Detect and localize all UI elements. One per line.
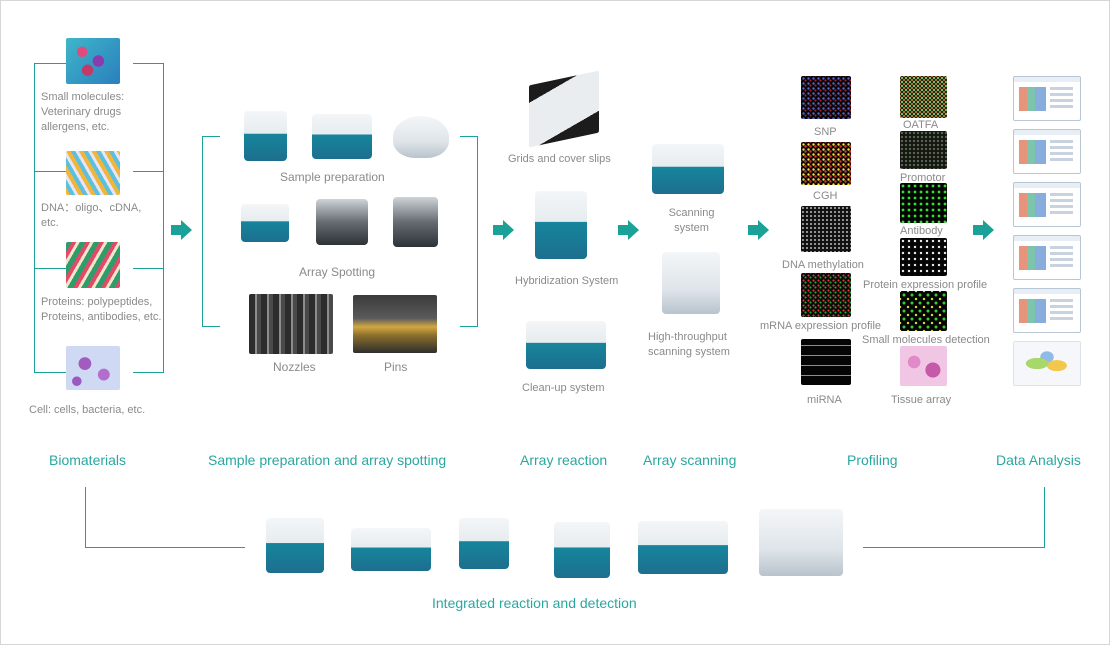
antibody-label: Antibody — [900, 225, 943, 237]
scanning-system-label: Scanning system — [668, 207, 715, 234]
integrated-bracket-left — [85, 487, 86, 548]
tissue-array-image — [900, 346, 947, 386]
analysis-screenshot-image — [1013, 182, 1081, 227]
small-molecules-array-image — [900, 291, 947, 331]
pins-image — [353, 295, 437, 353]
analysis-screenshot-image — [1013, 76, 1081, 121]
oatfa-array-image — [900, 76, 947, 118]
small-molecules-image — [66, 38, 120, 84]
stage-sample-prep: Sample preparation and array spotting — [208, 452, 447, 468]
bracket-tick — [133, 372, 164, 373]
cgh-label: CGH — [813, 190, 838, 202]
stage-profiling: Profiling — [847, 452, 898, 468]
integrated-label: Integrated reaction and detection — [432, 595, 637, 611]
integrated-device-image — [266, 518, 324, 573]
proteins-label: Proteins: polypeptides, Proteins, antibo… — [41, 296, 162, 323]
grids-cover-slips-image — [529, 70, 599, 148]
cleanup-system-image — [526, 321, 606, 369]
high-throughput-label: High-throughput scanning system — [648, 331, 730, 358]
sample-prep-device-image — [244, 111, 287, 161]
pathway-diagram-image — [1013, 341, 1081, 386]
sample-prep-device-image — [393, 116, 449, 158]
arrow-icon — [748, 220, 769, 240]
nozzles-label: Nozzles — [273, 360, 316, 374]
stage-data-analysis: Data Analysis — [996, 452, 1081, 468]
analysis-screenshot-image — [1013, 235, 1081, 280]
spotter-image — [241, 204, 289, 242]
bracket-left — [34, 63, 35, 373]
bracket-tick — [133, 63, 164, 64]
cleanup-label: Clean-up system — [522, 382, 605, 394]
mirna-label: miRNA — [807, 394, 842, 406]
bracket-tick — [460, 326, 478, 327]
bracket-left — [202, 136, 203, 327]
grids-label: Grids and cover slips — [508, 153, 611, 165]
pins-label: Pins — [384, 360, 408, 374]
array-spotting-label: Array Spotting — [299, 265, 376, 279]
stage-array-reaction: Array reaction — [520, 452, 608, 468]
integrated-device-image — [554, 522, 610, 578]
promotor-array-image — [900, 131, 947, 169]
arrow-icon — [493, 220, 514, 240]
stage-array-scanning: Array scanning — [643, 452, 737, 468]
spotter-image — [393, 197, 438, 247]
promotor-label: Promotor — [900, 172, 946, 184]
tissue-array-label: Tissue array — [891, 394, 952, 406]
analysis-screenshot-image — [1013, 288, 1081, 333]
cgh-array-image — [801, 142, 851, 185]
cell-image — [66, 346, 120, 390]
integrated-device-image — [638, 521, 728, 574]
bracket-tick — [202, 136, 220, 137]
bracket-tick — [133, 171, 164, 172]
bracket-tick — [34, 372, 66, 373]
dna-label: DNA：oligo、cDNA, etc. — [41, 202, 142, 229]
snp-array-image — [801, 76, 851, 119]
bracket-tick — [202, 326, 220, 327]
protein-expression-label: Protein expression profile — [863, 279, 988, 291]
mrna-expression-array-image — [801, 273, 851, 317]
bracket-tick — [133, 268, 164, 269]
spotter-image — [316, 199, 368, 245]
integrated-device-image — [459, 518, 509, 569]
small-molecules-detection-label: Small molecules detection — [862, 334, 990, 346]
analysis-screenshot-image — [1013, 129, 1081, 174]
dna-methylation-array-image — [801, 206, 851, 252]
integrated-device-image — [351, 528, 431, 571]
integrated-bracket-right — [1044, 487, 1045, 548]
sample-prep-device-image — [312, 114, 372, 159]
cell-label: Cell: cells, bacteria, etc. — [29, 404, 146, 416]
bracket-tick — [34, 268, 66, 269]
integrated-device-image — [759, 509, 843, 576]
bracket-tick — [460, 136, 478, 137]
bracket-right — [163, 63, 164, 373]
dna-image — [66, 151, 120, 195]
dna-methylation-label: DNA methylation — [782, 259, 864, 271]
sample-preparation-label: Sample preparation — [280, 170, 385, 184]
protein-expression-array-image — [900, 238, 947, 276]
high-throughput-scanner-image — [662, 252, 720, 314]
stage-biomaterials: Biomaterials — [49, 452, 127, 468]
antibody-array-image — [900, 183, 947, 223]
scanning-system-image — [652, 144, 724, 194]
nozzles-image — [249, 294, 333, 354]
bracket-tick — [34, 171, 66, 172]
bracket-right — [477, 136, 478, 327]
mrna-expression-label: mRNA expression profile — [760, 320, 882, 332]
hybridization-label: Hybridization System — [515, 275, 619, 287]
integrated-bracket-bottom — [863, 547, 1045, 548]
proteins-image — [66, 242, 120, 288]
small-molecules-label: Small molecules: Veterinary drugs allerg… — [41, 91, 125, 133]
oatfa-label: OATFA — [903, 119, 939, 131]
integrated-bracket-bottom — [85, 547, 245, 548]
mirna-array-image — [801, 339, 851, 385]
snp-label: SNP — [814, 126, 837, 138]
hybridization-system-image — [535, 191, 587, 259]
arrow-icon — [171, 220, 192, 240]
arrow-icon — [618, 220, 639, 240]
bracket-tick — [34, 63, 66, 64]
arrow-icon — [973, 220, 994, 240]
